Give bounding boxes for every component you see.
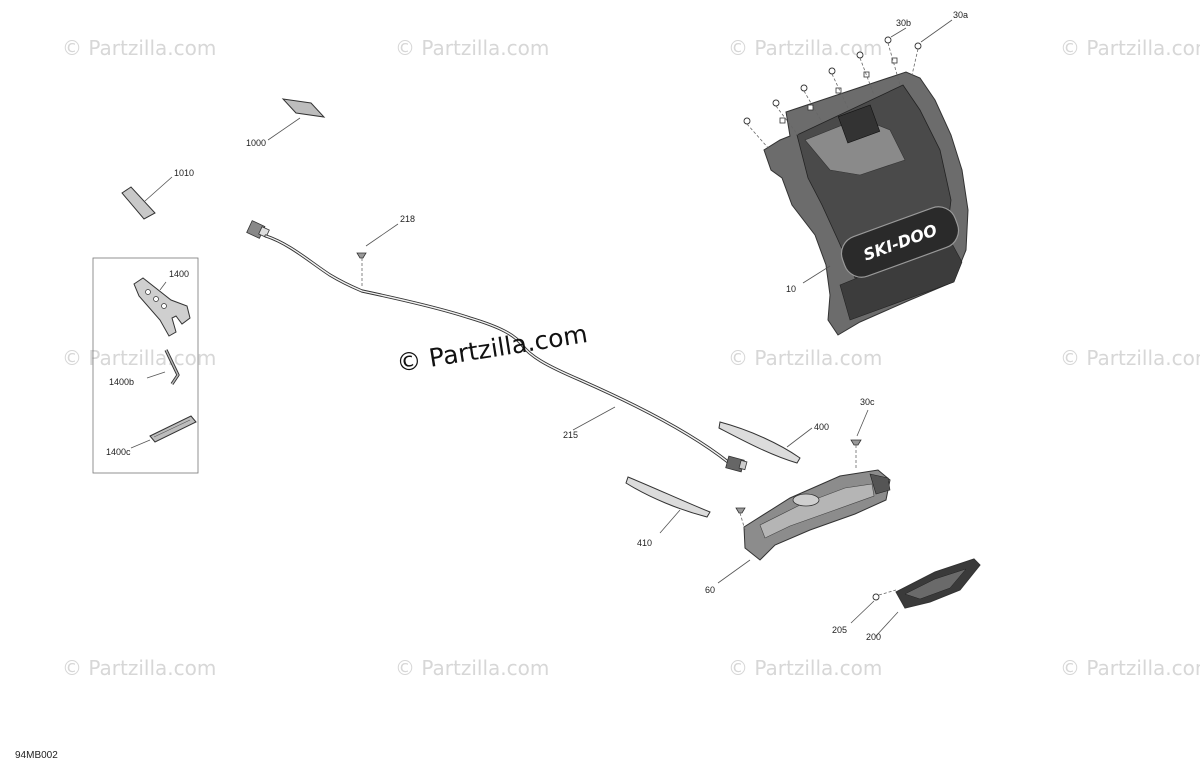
callout-30c: 30c	[860, 397, 875, 407]
callout-1000: 1000	[246, 138, 266, 148]
callout-30a: 30a	[953, 10, 968, 20]
watermark-grid: © Partzilla.com © Partzilla.com © Partzi…	[62, 36, 1200, 680]
part-410-strip[interactable]: 410	[625, 476, 711, 548]
watermark: © Partzilla.com	[62, 656, 216, 680]
callout-205: 205	[832, 625, 847, 635]
watermark: © Partzilla.com	[1060, 346, 1200, 370]
callout-218: 218	[400, 214, 415, 224]
callout-410: 410	[637, 538, 652, 548]
callout-10: 10	[786, 284, 796, 294]
part-1400-wrench[interactable]: 1400	[133, 269, 191, 337]
callout-1400: 1400	[169, 269, 189, 279]
part-218-clip[interactable]: 218	[356, 214, 415, 288]
callout-60: 60	[705, 585, 715, 595]
part-10-flap[interactable]: SKI-DOO 10	[763, 71, 969, 336]
part-1400b-hex-key[interactable]: 1400b	[109, 349, 180, 387]
diagram-code: 94MB002	[15, 750, 58, 761]
callout-30b: 30b	[896, 18, 911, 28]
part-1400c-strip[interactable]: 1400c	[106, 415, 197, 457]
center-watermark: © Partzilla.com	[394, 319, 589, 378]
callout-1400c: 1400c	[106, 447, 131, 457]
watermark: © Partzilla.com	[395, 656, 549, 680]
callout-400: 400	[814, 422, 829, 432]
watermark: © Partzilla.com	[728, 36, 882, 60]
watermark: © Partzilla.com	[62, 346, 216, 370]
callout-215: 215	[563, 430, 578, 440]
part-30c-rivet[interactable]: 30c	[850, 397, 875, 468]
callout-1010: 1010	[174, 168, 194, 178]
part-1000-decal[interactable]: 1000	[246, 98, 326, 148]
watermark: © Partzilla.com	[728, 346, 882, 370]
watermark: © Partzilla.com	[395, 36, 549, 60]
part-60-housing[interactable]: 60	[705, 469, 891, 595]
part-1010-decal[interactable]: 1010	[121, 168, 194, 220]
part-215-cable[interactable]: 215	[246, 220, 748, 473]
watermark: © Partzilla.com	[1060, 656, 1200, 680]
watermark: © Partzilla.com	[728, 656, 882, 680]
part-30a-30b-rivets[interactable]: 30b 30a	[743, 10, 968, 151]
watermark: © Partzilla.com	[1060, 36, 1200, 60]
part-205-screw[interactable]: 205	[832, 589, 897, 635]
tool-kit-box	[92, 257, 199, 474]
part-400-strip[interactable]: 400	[718, 421, 829, 464]
callout-200: 200	[866, 632, 881, 642]
part-200-lens[interactable]: 200	[866, 558, 981, 642]
watermark: © Partzilla.com	[62, 36, 216, 60]
callout-1400b: 1400b	[109, 377, 134, 387]
